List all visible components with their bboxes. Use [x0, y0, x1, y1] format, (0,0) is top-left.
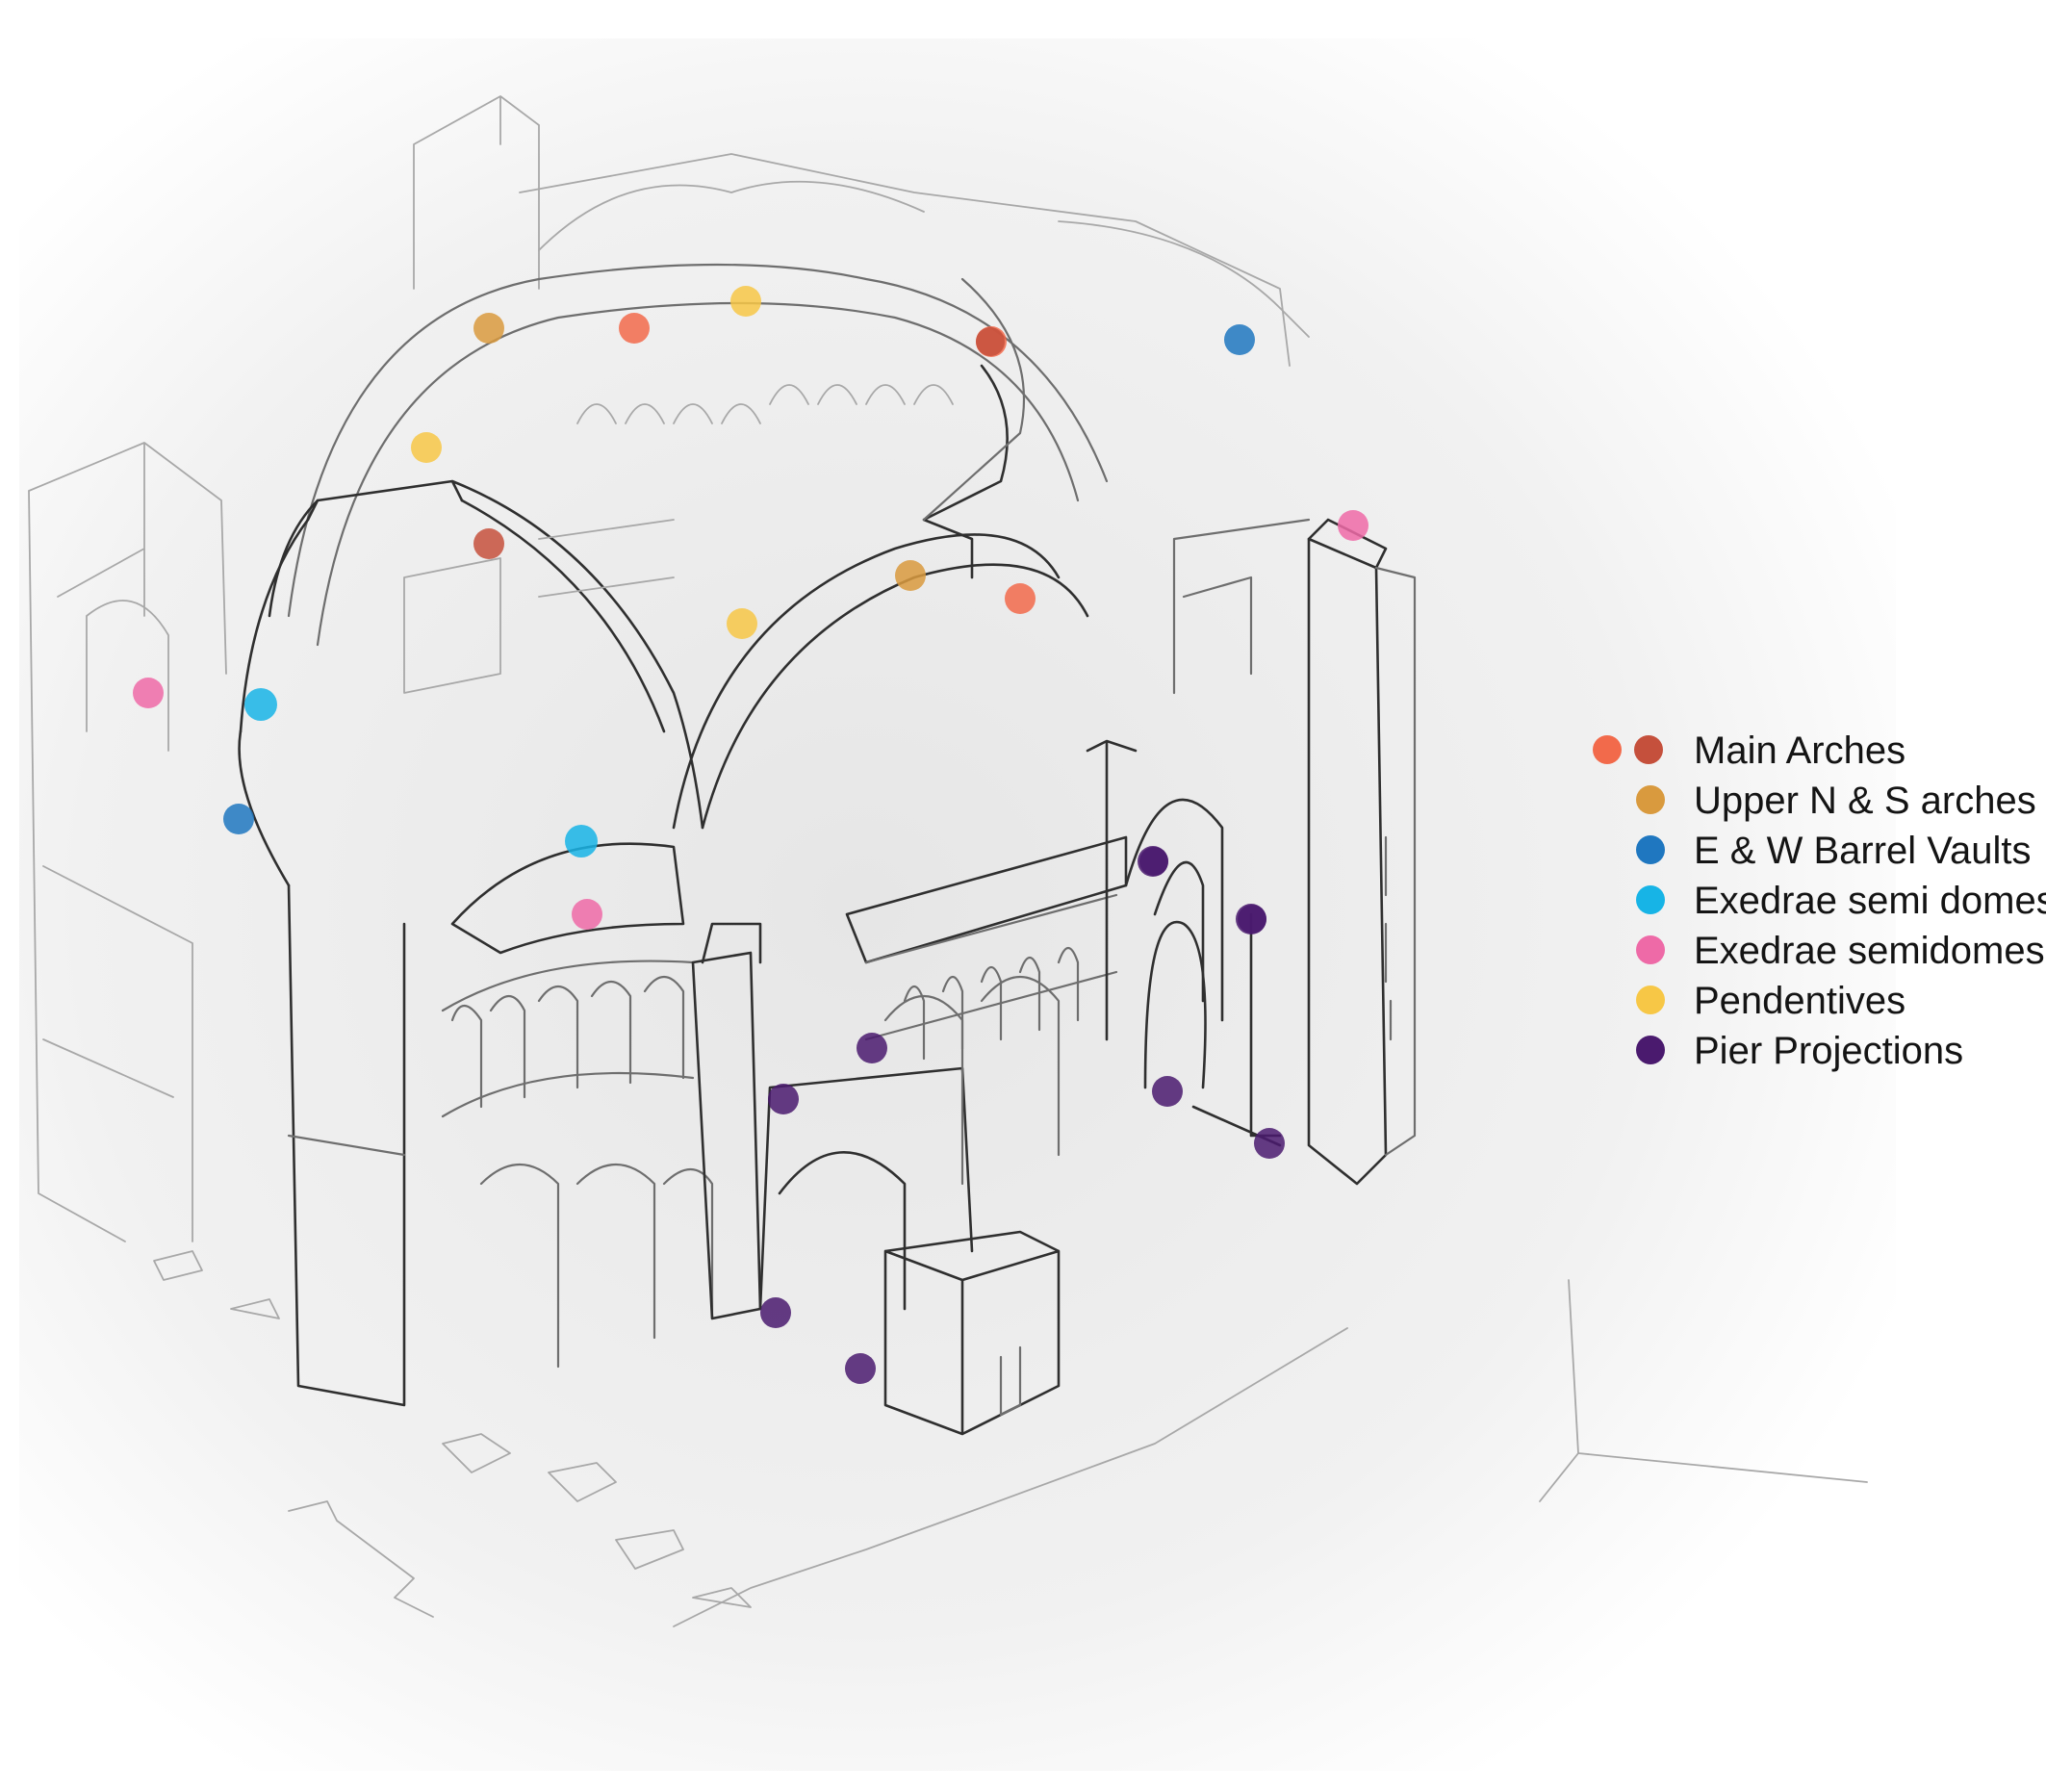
upper-arch-marker — [895, 560, 926, 591]
exedra-semidome — [441, 842, 714, 1369]
legend-item-upper-arches: Upper N & S arches — [1593, 776, 2046, 826]
rear-upper-structure — [413, 95, 1310, 367]
pendentive-marker — [411, 432, 442, 463]
main-arches-dark-markers — [473, 327, 1005, 559]
barrel-vault-marker — [1224, 324, 1255, 355]
upper-arcade — [403, 384, 954, 694]
main-arch-marker-dark — [473, 528, 504, 559]
legend-item-exedrae-semidomes: Exedrae semidomes — [1593, 926, 2046, 976]
central-piers — [691, 922, 1061, 1436]
legend-swatch-exedrae-semi-domes — [1636, 885, 1665, 914]
legend: Main Arches Upper N & S arches E & W Bar… — [1593, 726, 2046, 1091]
legend-label: Pier Projections — [1694, 1030, 1964, 1072]
left-wing-sketch — [28, 442, 227, 1242]
barrel-vaults-markers — [223, 324, 1255, 834]
exedra-semi-dome-marker — [244, 688, 277, 721]
legend-item-pier-projections: Pier Projections — [1593, 1026, 2046, 1076]
exedra-semidome-marker — [572, 899, 602, 930]
main-arch-marker — [619, 313, 650, 344]
pier-projections-markers — [760, 846, 1285, 1384]
legend-swatch-main-arches-light — [1593, 735, 1622, 764]
pier-projection-marker — [760, 1297, 791, 1328]
pier-projection-marker — [857, 1033, 887, 1063]
main-arch-ribs — [239, 263, 1109, 830]
legend-swatch-main-arches-dark — [1634, 735, 1663, 764]
legend-item-exedrae-semi-domes: Exedrae semi domes — [1593, 876, 2046, 926]
main-arch-marker-dark — [976, 327, 1005, 356]
pendentive-marker — [727, 608, 757, 639]
legend-swatch-pendentives — [1636, 986, 1665, 1014]
legend-label: Pendentives — [1694, 980, 1906, 1022]
main-arches-markers — [619, 313, 1036, 614]
exedrae-semi-domes-markers — [244, 688, 598, 858]
exedrae-semidomes-markers — [133, 510, 1368, 930]
legend-item-pendentives: Pendentives — [1593, 976, 2046, 1026]
pier-projection-marker — [1139, 847, 1168, 876]
legend-item-main-arches: Main Arches — [1593, 726, 2046, 776]
barrel-vault-marker — [223, 804, 254, 834]
upper-arch-marker — [473, 313, 504, 344]
floor-plan-footprint — [153, 1250, 1868, 1627]
exedra-semidome-marker — [133, 678, 164, 708]
legend-swatch-upper-arches — [1636, 785, 1665, 814]
legend-label: Exedrae semidomes — [1694, 930, 2045, 972]
pier-projection-marker — [1238, 905, 1266, 934]
right-gallery — [845, 739, 1138, 1186]
pendentives-markers — [411, 286, 761, 639]
exedra-semidome-marker — [1338, 510, 1368, 541]
legend-label: E & W Barrel Vaults — [1694, 830, 2032, 872]
pier-projection-marker — [768, 1084, 799, 1114]
left-pier-block — [238, 730, 406, 1407]
pier-projection-marker — [1254, 1128, 1285, 1159]
legend-label: Exedrae semi domes — [1694, 880, 2046, 922]
upper-arches-markers — [473, 313, 926, 591]
legend-swatch-exedrae-semidomes — [1636, 935, 1665, 964]
legend-label: Upper N & S arches — [1694, 780, 2036, 822]
legend-item-barrel-vaults: E & W Barrel Vaults — [1593, 826, 2046, 876]
pier-projection-marker — [845, 1353, 876, 1384]
main-arch-marker — [1005, 583, 1036, 614]
legend-label: Main Arches — [1694, 730, 1906, 772]
legend-swatch-pier-projections — [1636, 1036, 1665, 1064]
legend-swatch-barrel-vaults — [1636, 835, 1665, 864]
exedra-semi-dome-marker — [565, 825, 598, 858]
pier-projection-marker — [1152, 1076, 1183, 1107]
pendentive-marker — [730, 286, 761, 317]
